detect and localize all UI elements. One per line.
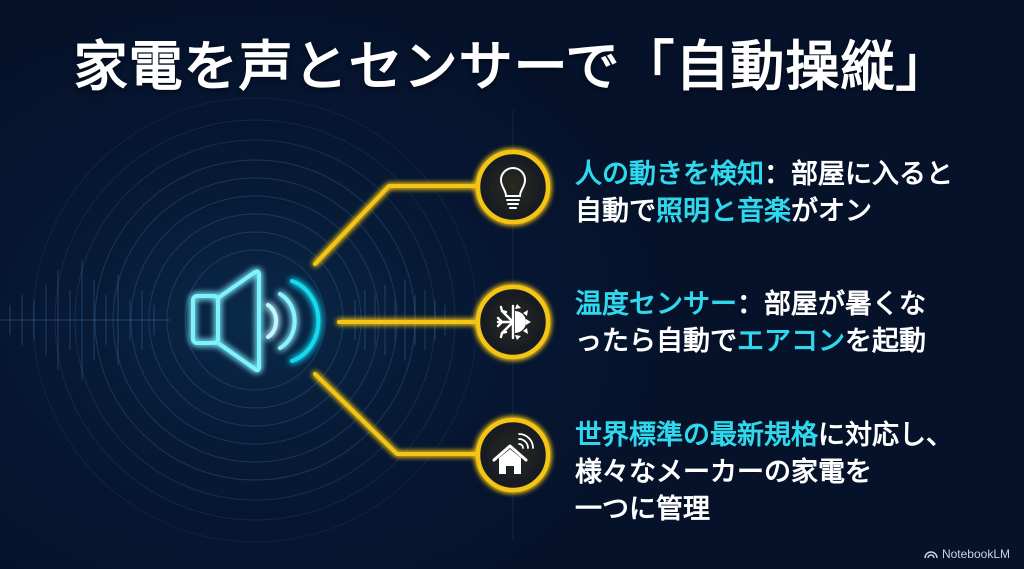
brand-name: NotebookLM [941,547,1010,561]
brand-watermark: NotebookLM [924,547,1010,561]
body-text: 一つに管理 [575,494,710,525]
feature-temperature-sensor: 温度センサー：部屋が暑くな ったら自動でエアコンを起動 [575,286,926,360]
icon-circle-climate [475,284,551,360]
icon-circle-lightbulb [475,149,551,225]
highlight-text: 人の動きを検知 [575,159,764,190]
speaker-volume-icon [191,269,321,373]
highlight-text: 温度センサー [575,289,737,320]
icon-circle-home [475,417,551,493]
connector-bottom [313,372,480,456]
body-text: 様々なメーカーの家電を [575,457,872,488]
feature-motion-sensor: 人の動きを検知：部屋に入ると 自動で照明と音楽がオン [575,156,953,230]
waveform [0,110,514,540]
feature-line-2: ったら自動でエアコンを起動 [575,323,926,360]
feature-line-1: 温度センサー：部屋が暑くな [575,286,926,323]
feature-line-2: 自動で照明と音楽がオン [575,193,953,230]
page-title: 家電を声とセンサーで「自動操縦」 [73,35,951,98]
connector-top [313,184,480,266]
highlight-text: 照明と音楽 [656,196,791,227]
highlight-text: エアコン [737,326,845,357]
body-text: を起動 [845,326,926,357]
notebooklm-logo-icon [924,551,938,559]
feature-standard-support: 世界標準の最新規格に対応し、 様々なメーカーの家電を 一つに管理 [575,417,953,528]
connector-lines [313,184,480,456]
highlight-text: 世界標準の最新規格 [575,420,818,451]
body-text: ったら自動で [575,326,737,357]
lightbulb-icon [499,167,527,209]
body-text: に対応し、 [818,420,953,451]
feature-line-1: 人の動きを検知：部屋に入ると [575,156,953,193]
body-text: ：部屋が暑くな [737,289,926,320]
body-text: ：部屋に入ると [764,159,953,190]
feature-line-3: 一つに管理 [575,491,953,528]
body-text: 自動で [575,196,656,227]
feature-line-2: 様々なメーカーの家電を [575,454,953,491]
snowflake-sun-icon [496,304,531,340]
body-text: がオン [791,196,872,227]
smart-home-icon [492,433,534,474]
feature-line-1: 世界標準の最新規格に対応し、 [575,417,953,454]
